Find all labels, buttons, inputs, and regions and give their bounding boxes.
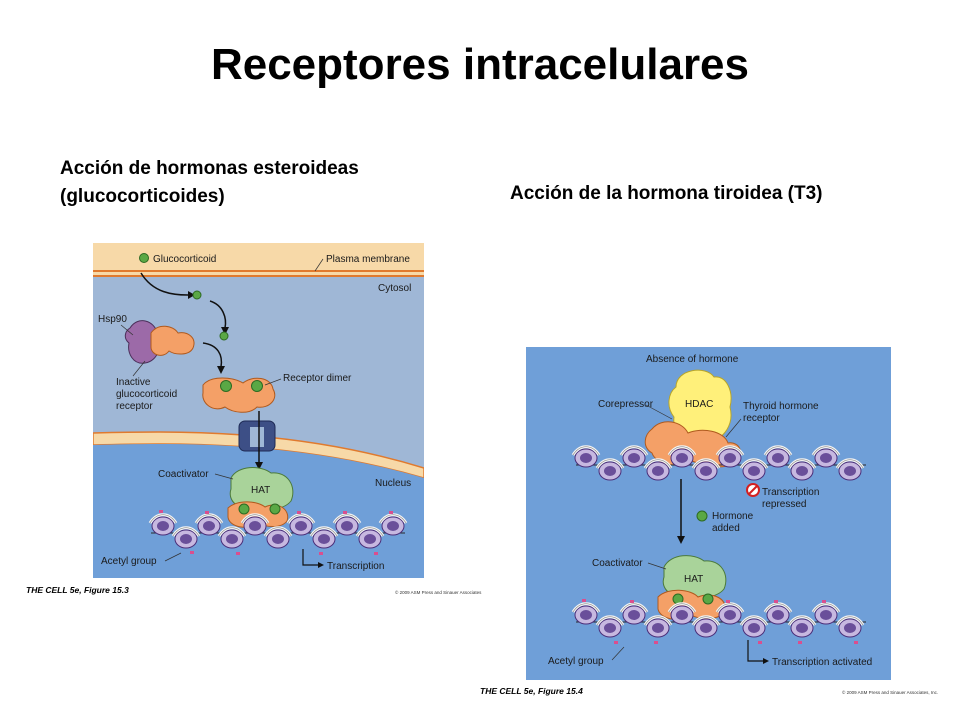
inactive-receptor [150,325,195,356]
label-hat-right: HAT [684,574,703,585]
glucocorticoid-diagram: Glucocorticoid Plasma membrane Cytosol H… [93,243,424,578]
label-hdac: HDAC [685,399,713,410]
label-receptor-dimer: Receptor dimer [283,373,352,384]
left-subtitle-line1: Acción de hormonas esteroideas [60,158,359,179]
glucocorticoid-hormone [139,253,149,263]
slide-title: Receptores intracelulares [210,40,750,89]
no-transcription-icon [746,483,760,497]
label-coactivator: Coactivator [158,469,209,480]
label-thyroid-1: Thyroid hormone [743,401,819,412]
label-corepressor: Corepressor [598,399,654,410]
left-copyright: © 2009 ASM Press and Sinauer Associates [395,590,482,595]
label-hormone-2: added [712,523,740,534]
label-nucleus: Nucleus [375,478,411,489]
label-coactivator-right: Coactivator [592,558,643,569]
label-transcription-activated: Transcription activated [772,657,872,668]
left-figure-caption: THE CELL 5e, Figure 15.3 [26,585,129,595]
label-glucocorticoid: Glucocorticoid [153,254,216,265]
label-hat: HAT [251,485,270,496]
nuclear-pore [238,420,276,452]
label-repressed-2: repressed [762,499,806,510]
label-thyroid-2: receptor [743,413,780,424]
chromatin-repressed [571,445,866,482]
label-acetyl-group: Acetyl group [101,556,157,567]
hdac-protein [668,369,732,444]
right-subtitle: Acción de la hormona tiroidea (T3) [510,183,823,204]
label-hsp90: Hsp90 [98,314,127,325]
right-copyright: © 2009 ASM Press and Sinauer Associates,… [842,690,939,695]
thyroid-hormone-diagram: Absence of hormone HDAC Corepressor Thyr… [526,347,891,680]
left-subtitle: Acción de hormonas esteroideas (glucocor… [60,155,359,211]
label-inactive-2: glucocorticoid [116,389,177,400]
hsp90-protein [124,320,161,364]
label-repressed-1: Transcription [762,487,819,498]
label-cytosol: Cytosol [378,283,411,294]
right-figure-caption: THE CELL 5e, Figure 15.4 [480,686,583,696]
label-acetyl-group-right: Acetyl group [548,656,604,667]
chromatin [148,510,408,555]
receptor-dimer [202,377,276,413]
label-hormone-1: Hormone [712,511,754,522]
label-plasma-membrane: Plasma membrane [326,254,410,265]
t3-hormone [696,510,708,522]
chromatin-activated [571,599,866,644]
left-subtitle-line2: (glucocorticoides) [60,186,225,207]
label-absence-of-hormone: Absence of hormone [646,354,739,365]
label-inactive-3: receptor [116,401,153,412]
label-inactive-1: Inactive [116,377,151,388]
label-transcription: Transcription [327,561,384,572]
